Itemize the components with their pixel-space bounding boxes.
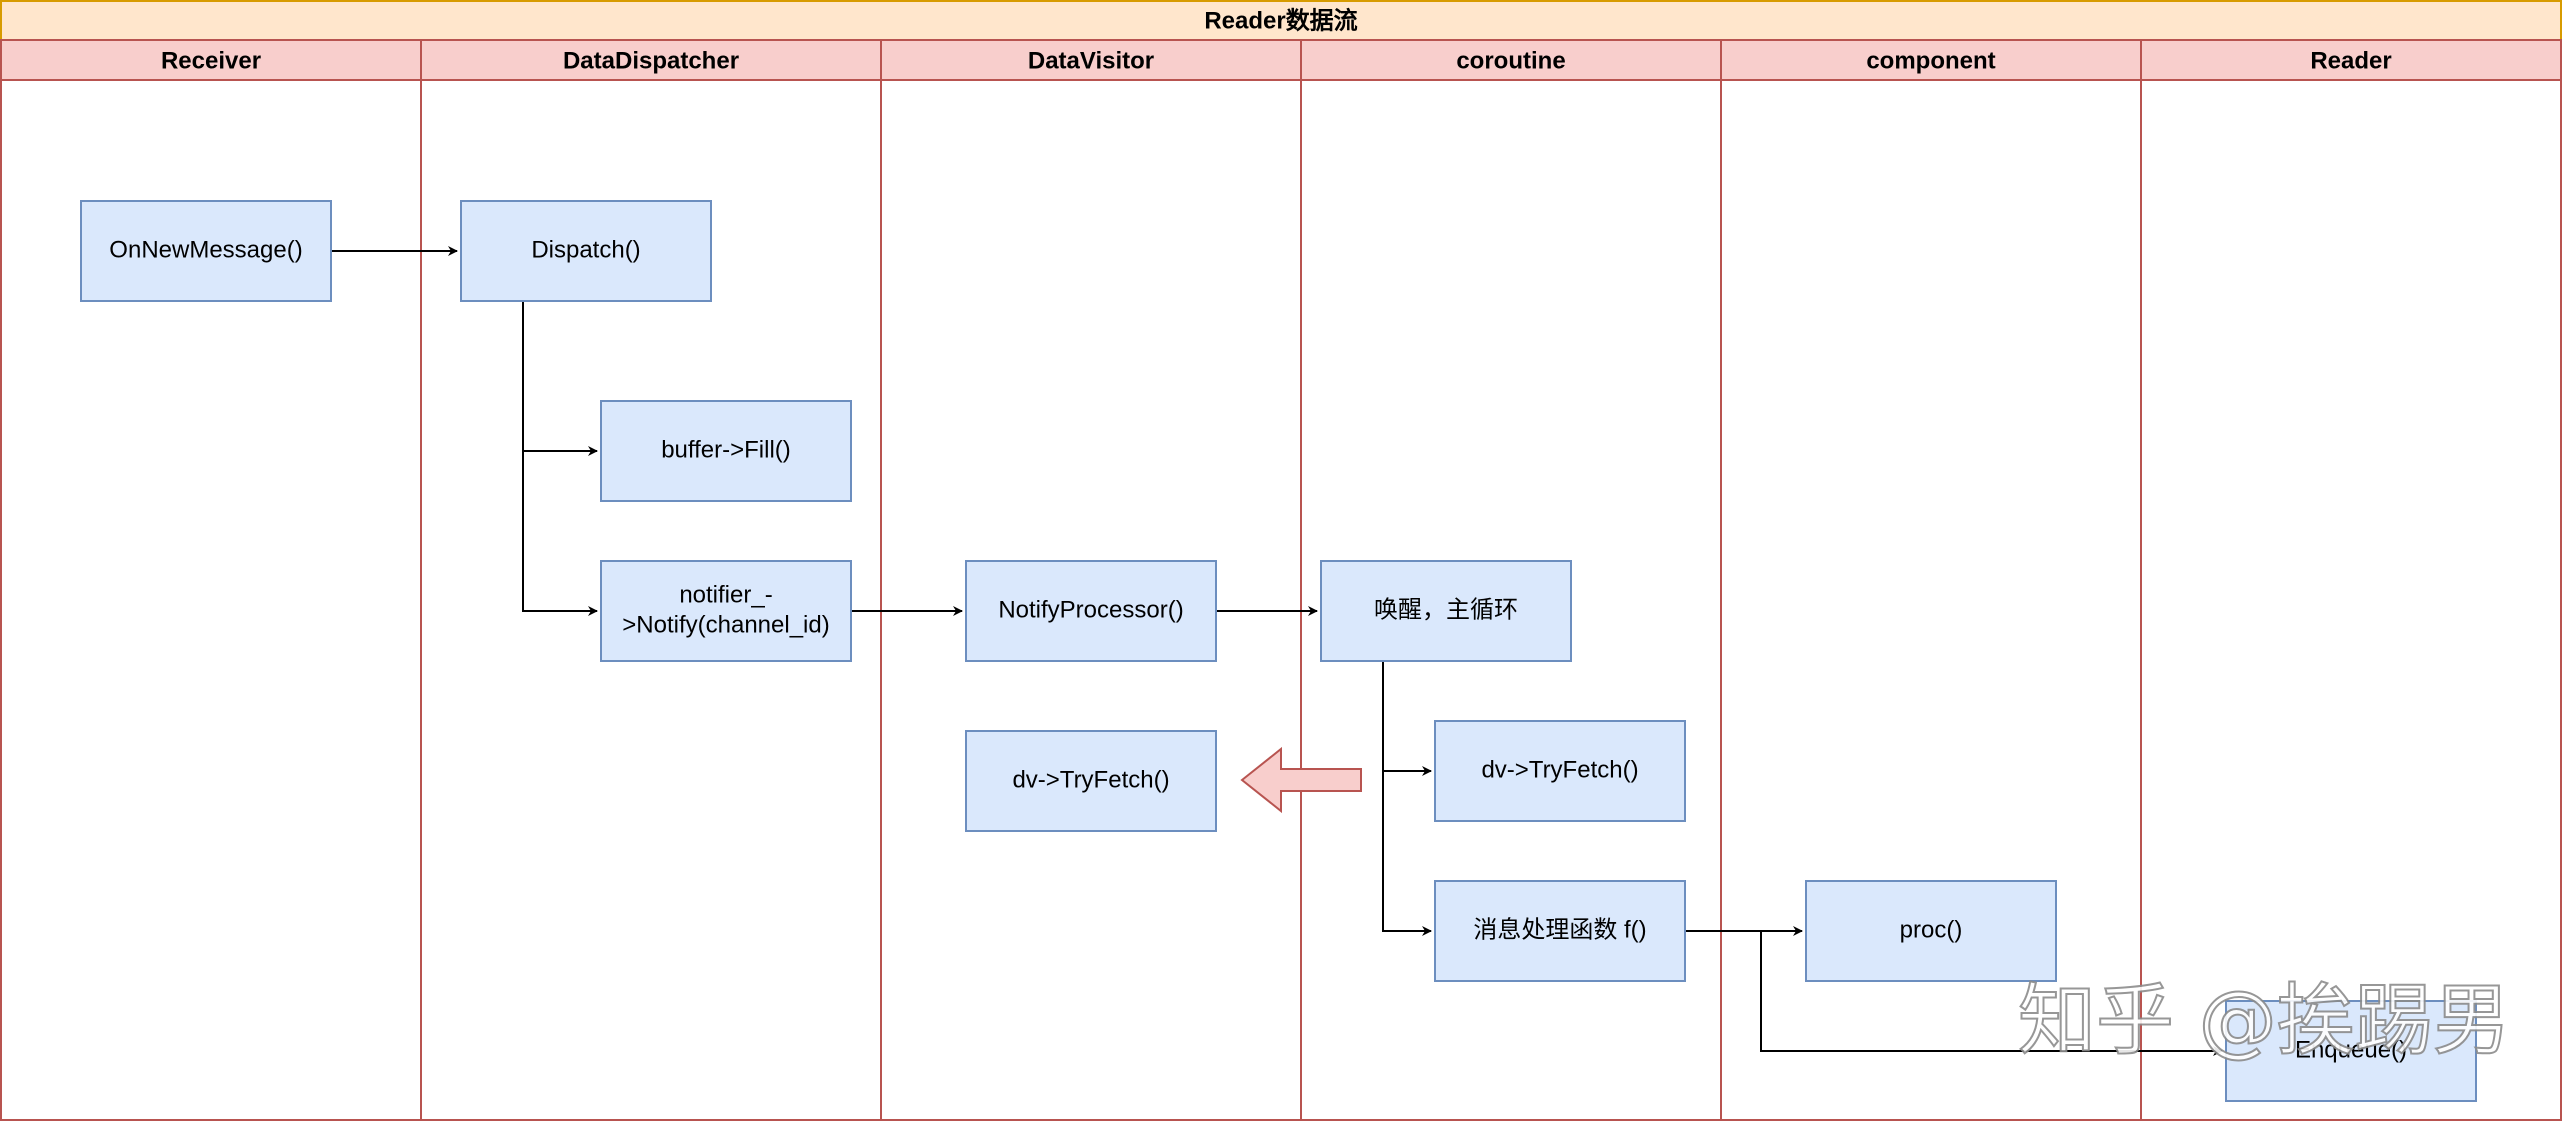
node-proc: proc() xyxy=(1805,880,2057,982)
node-label-on-new-message: OnNewMessage() xyxy=(109,236,302,263)
lane-header-visitor xyxy=(880,39,1302,81)
node-notifier-notify: notifier_- >Notify(channel_id) xyxy=(600,560,852,662)
lane-label-dispatcher: DataDispatcher xyxy=(563,47,739,74)
node-visitor-tryfetch: dv->TryFetch() xyxy=(965,730,1217,832)
node-message-handler: 消息处理函数 f() xyxy=(1434,880,1686,982)
swimlanes: Receiver DataDispatcher DataVisitor corouti… xyxy=(0,39,2562,1121)
node-label-enqueue: Enqueue() xyxy=(2295,1036,2407,1063)
node-on-new-message: OnNewMessage() xyxy=(80,200,332,302)
node-label-message-handler: 消息处理函数 f() xyxy=(1473,916,1646,943)
node-label-proc: proc() xyxy=(1900,916,1963,943)
node-label-visitor-tryfetch: dv->TryFetch() xyxy=(1012,766,1169,793)
lane-header-receiver xyxy=(0,39,422,81)
edge-message-handler-to-enqueue xyxy=(1685,930,2223,1056)
lane-reader xyxy=(2140,79,2562,1121)
lane-header-coroutine xyxy=(1300,39,1722,81)
node-coroutine-tryfetch: dv->TryFetch() xyxy=(1434,720,1686,822)
node-label-buffer-fill: buffer->Fill() xyxy=(661,436,791,463)
edge-wakeup-loop-to-message-handler xyxy=(1382,661,1432,936)
lane-header-dispatcher xyxy=(420,39,882,81)
diagram-title-bar xyxy=(0,0,2562,41)
lane-label-receiver: Receiver xyxy=(161,47,261,74)
lane-label-component: component xyxy=(1866,47,1995,74)
node-label-notifier-notify: >Notify(channel_id) xyxy=(622,611,829,638)
connectors xyxy=(331,246,2223,1056)
edge-dispatch-to-notifier-notify xyxy=(522,301,598,616)
node-label-coroutine-tryfetch: dv->TryFetch() xyxy=(1481,756,1638,783)
node-label-dispatch: Dispatch() xyxy=(531,236,640,263)
node-dispatch: Dispatch() xyxy=(460,200,712,302)
node-buffer-fill: buffer->Fill() xyxy=(600,400,852,502)
node-label-notify-processor: NotifyProcessor() xyxy=(998,596,1183,623)
lane-label-reader: Reader xyxy=(2310,47,2391,74)
node-enqueue: Enqueue() xyxy=(2225,1000,2477,1102)
diagram-title: Reader数据流 xyxy=(1204,7,1357,34)
node-label-wakeup-loop: 唤醒，主循环 xyxy=(1374,596,1518,623)
lane-header-reader xyxy=(2140,39,2562,81)
node-wakeup-loop: 唤醒，主循环 xyxy=(1320,560,1572,662)
node-label-notifier-notify: notifier_- xyxy=(679,581,772,608)
lane-label-visitor: DataVisitor xyxy=(1028,47,1154,74)
process-nodes: OnNewMessage() Dispatch() buffer->Fill() no… xyxy=(80,200,2477,1102)
watermark: 知乎 @挨踢男 xyxy=(2018,976,2511,1066)
lane-label-coroutine: coroutine xyxy=(1456,47,1565,74)
node-notify-processor: NotifyProcessor() xyxy=(965,560,1217,662)
callout-arrow-left xyxy=(1240,746,1362,814)
